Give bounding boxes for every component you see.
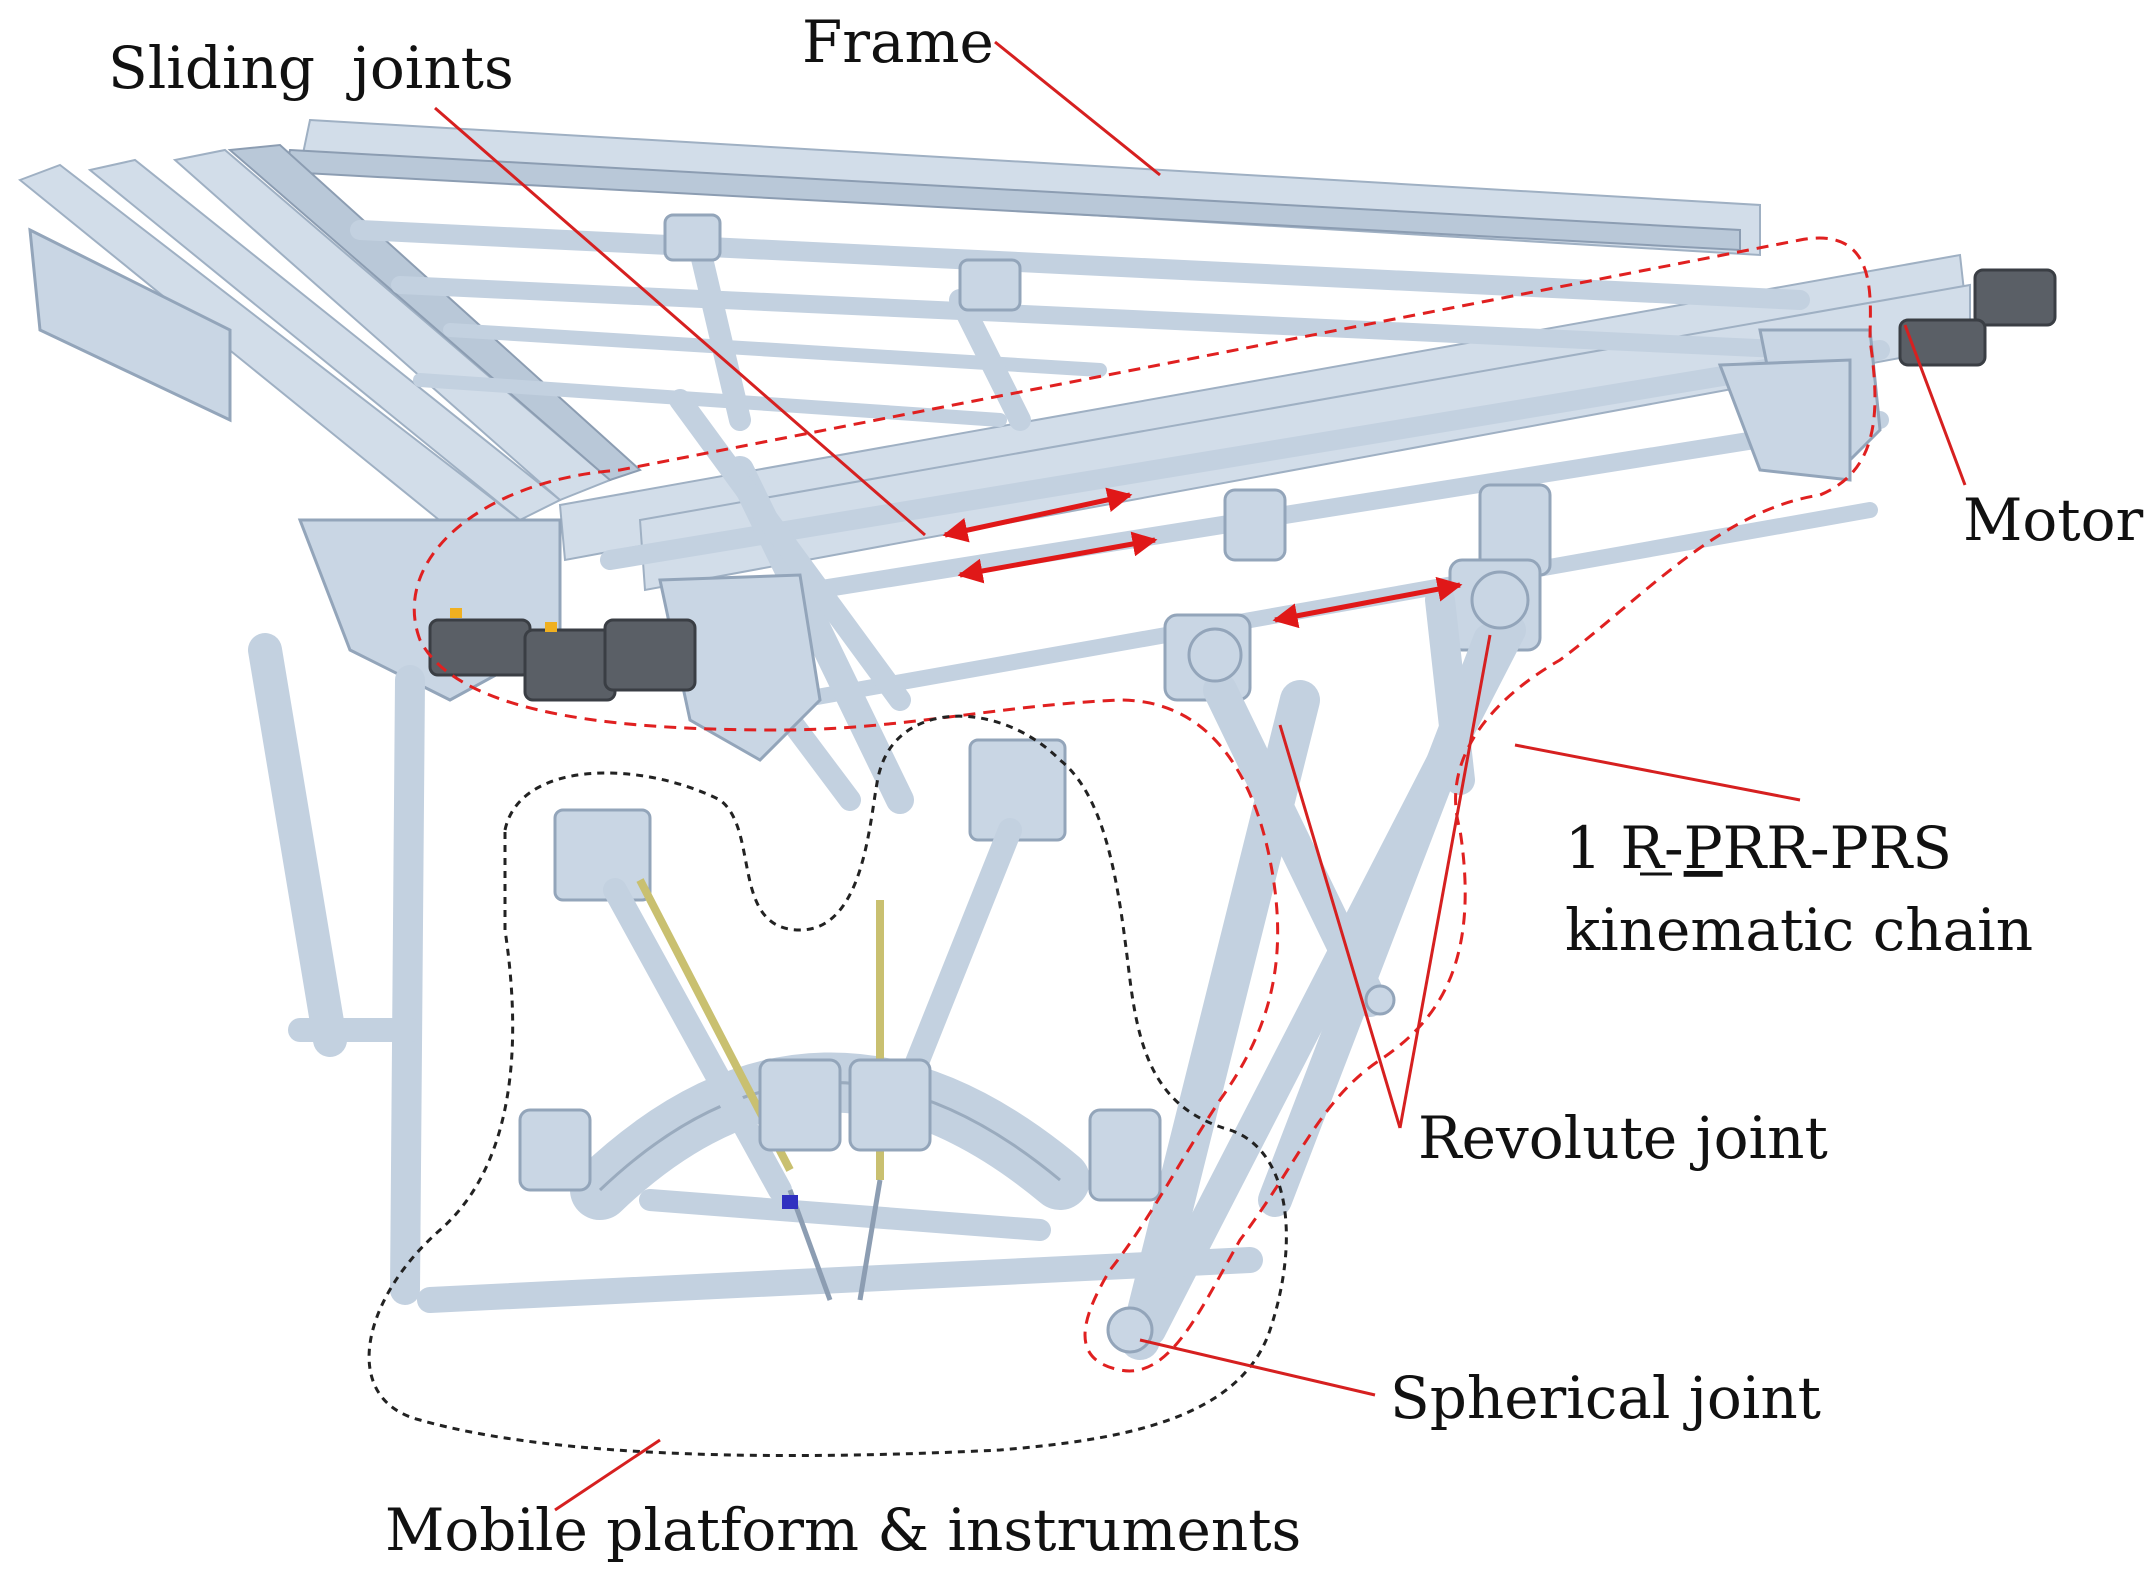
labels: Sliding joints Frame Motor 1 R-PRR-PRS k… bbox=[108, 8, 2144, 1564]
slider-carriage-1 bbox=[1223, 488, 1287, 562]
chain-link-long bbox=[1120, 680, 1320, 1360]
motor-block-1 bbox=[428, 618, 532, 677]
frame-structure bbox=[18, 118, 1971, 1305]
guide-rod-1 bbox=[600, 340, 1890, 570]
leader-motor bbox=[1903, 324, 1967, 486]
motor-block-right-1 bbox=[1973, 268, 2057, 327]
instrument-housing-left bbox=[553, 808, 652, 902]
label-sliding-joints: Sliding joints bbox=[108, 34, 514, 102]
platform-outline bbox=[367, 714, 1288, 1458]
motor-block-2 bbox=[523, 628, 617, 702]
guide-rod-3 bbox=[792, 502, 1878, 708]
sliding-arrow-2 bbox=[957, 531, 1158, 584]
frame-leg-left bbox=[248, 633, 347, 1057]
mobile-platform bbox=[417, 738, 1263, 1354]
leader-revolute-1 bbox=[1278, 724, 1402, 1129]
spherical-joint-ball bbox=[1106, 1306, 1154, 1354]
motor-block-right-2 bbox=[1898, 318, 1987, 367]
sliding-arrow-1 bbox=[942, 487, 1133, 543]
label-chain-line2: kinematic chain bbox=[1565, 896, 2033, 964]
leader-lines bbox=[434, 40, 1967, 1512]
label-motor: Motor bbox=[1963, 486, 2144, 554]
leader-sliding-joints bbox=[434, 106, 926, 537]
label-mobile-platform: Mobile platform & instruments bbox=[385, 1496, 1301, 1564]
label-chain-line1: 1 R-PRR-PRS bbox=[1565, 814, 1952, 882]
label-frame: Frame bbox=[802, 8, 994, 76]
leader-spherical bbox=[1139, 1338, 1376, 1397]
leader-frame bbox=[994, 40, 1161, 177]
kinematic-chain-links bbox=[1120, 558, 1542, 1360]
leader-chain bbox=[1514, 743, 1801, 802]
motors bbox=[428, 268, 2057, 702]
platform-bar bbox=[417, 1247, 1263, 1313]
sliding-arrow-3 bbox=[1272, 576, 1463, 629]
label-revolute-joint: Revolute joint bbox=[1418, 1104, 1828, 1172]
chain-outline bbox=[412, 236, 1877, 1373]
sliding-arrows bbox=[942, 487, 1463, 629]
leader-revolute-2 bbox=[1398, 634, 1492, 1129]
label-spherical-joint: Spherical joint bbox=[1390, 1364, 1821, 1432]
leader-platform bbox=[554, 1438, 661, 1512]
